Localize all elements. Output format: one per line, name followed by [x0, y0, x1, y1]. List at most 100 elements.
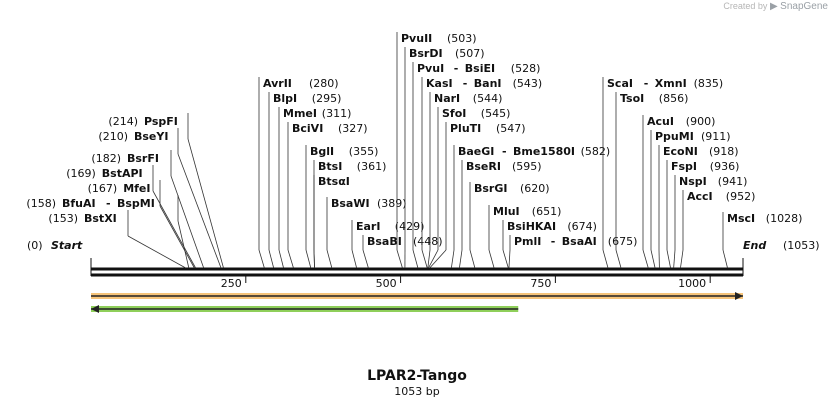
site-connector-bstapi — [152, 190, 196, 269]
site-connector-avrii — [258, 249, 265, 269]
site-name-mfei: MfeI — [123, 182, 150, 195]
site-name-blpi: BlpI — [273, 92, 297, 105]
site-name-mmei: MmeI — [283, 107, 317, 120]
site-connector-fspi — [666, 249, 671, 269]
site-position-nspi: (941) — [718, 175, 748, 188]
site-separator: - — [463, 77, 468, 90]
site-connector-pvuii — [396, 249, 403, 269]
site-position-msci: (1028) — [766, 212, 803, 225]
site-position-tsoi: (856) — [659, 92, 689, 105]
site-name-avrii: AvrII — [263, 77, 292, 90]
site-position-acci: (952) — [726, 190, 756, 203]
site-position-pspfi: (214) — [108, 115, 138, 128]
site-connector-eari — [351, 249, 358, 269]
site-connector-acci — [680, 249, 684, 269]
site-name-acci: AccI — [687, 190, 713, 203]
site-connector-bsabi — [362, 249, 369, 269]
site-name-kasi: KasI — [426, 77, 453, 90]
site-separator: - — [644, 77, 649, 90]
site-connector-blpi — [268, 249, 275, 269]
site-name-pspfi: PspFI — [144, 115, 178, 128]
site-position-bseyi: (210) — [98, 130, 128, 143]
site-position-pvui-bsiei: (528) — [511, 62, 541, 75]
site-position-bgli: (355) — [349, 145, 379, 158]
site-name-bts-i: BtsαI — [318, 175, 350, 188]
site-name-tsoi: TsoI — [620, 92, 644, 105]
site-name-scai: ScaI — [607, 77, 633, 90]
site-name-bspmi: BspMI — [117, 197, 155, 210]
site-position-bseri: (595) — [512, 160, 542, 173]
site-connector-pluti — [429, 249, 447, 269]
site-connector-bseri — [459, 249, 463, 269]
site-connector-mmei — [278, 249, 284, 269]
site-position-bfuai-bspmi: (158) — [26, 197, 56, 210]
site-name-acui: AcuI — [647, 115, 674, 128]
feature-forward-arrowhead — [735, 292, 743, 300]
site-connector-baegi-bme1580i — [450, 249, 455, 269]
site-connector-bts-i — [313, 249, 315, 269]
site-name-bsrgi: BsrGI — [474, 182, 507, 195]
site-name-pmli: PmlI — [514, 235, 541, 248]
site-connector-bfuai-bspmi — [177, 220, 190, 269]
site-position-sfoi: (545) — [481, 107, 511, 120]
site-name-bsaai: BsaAI — [562, 235, 597, 248]
start-position: (0) — [27, 239, 43, 252]
site-connector-acui — [642, 249, 649, 269]
site-connector-bsrfi — [170, 175, 205, 269]
site-name-bsrfi: BsrFI — [127, 152, 159, 165]
site-connector-mlui — [488, 249, 495, 269]
site-name-nari: NarI — [434, 92, 460, 105]
snapgene-logo-icon: ▶ — [769, 1, 778, 12]
site-connector-bgli — [305, 249, 312, 269]
site-position-bsrgi: (620) — [520, 182, 550, 195]
ruler-tick-label: 750 — [530, 277, 551, 290]
credit-brand: SnapGene — [780, 1, 828, 12]
site-name-nspi: NspI — [679, 175, 707, 188]
end-position: (1053) — [783, 239, 820, 252]
site-position-acui: (900) — [686, 115, 716, 128]
site-position-bcivi: (327) — [338, 122, 368, 135]
site-name-sfoi: SfoI — [442, 107, 466, 120]
site-name-mlui: MluI — [493, 205, 520, 218]
site-name-bsihkai: BsiHKAI — [507, 220, 556, 233]
site-connector-tsoi — [615, 249, 622, 269]
site-name-bsiei: BsiEI — [465, 62, 495, 75]
site-connector-nspi — [673, 249, 676, 269]
end-label: End — [743, 239, 766, 252]
site-connector-pspfi — [187, 138, 224, 269]
snapgene-credit: Created by ▶ SnapGene — [723, 1, 828, 12]
site-separator: - — [551, 235, 556, 248]
site-separator: - — [502, 145, 507, 158]
site-name-bfuai: BfuAI — [62, 197, 96, 210]
site-connector-mfei — [159, 205, 195, 269]
site-position-kasi-bani: (543) — [513, 77, 543, 90]
site-connector-msci — [722, 249, 728, 269]
site-name-bcivi: BciVI — [292, 122, 323, 135]
site-name-bstapi: BstAPI — [102, 167, 143, 180]
site-position-eari: (429) — [395, 220, 425, 233]
site-name-msci: MscI — [727, 212, 755, 225]
site-name-fspi: FspI — [671, 160, 697, 173]
site-name-bsabi: BsaBI — [367, 235, 402, 248]
site-name-pvui: PvuI — [417, 62, 444, 75]
site-position-bsrfi: (182) — [91, 152, 121, 165]
site-connector-bsihkai — [502, 249, 509, 269]
site-name-bani: BanI — [474, 77, 502, 90]
site-name-bstxi: BstXI — [84, 212, 117, 225]
site-name-pvuii: PvuII — [401, 32, 432, 45]
site-position-nari: (544) — [473, 92, 503, 105]
site-position-mlui: (651) — [532, 205, 562, 218]
site-position-baegi-bme1580i: (582) — [581, 145, 611, 158]
site-connector-pmli-bsaai — [508, 249, 511, 269]
site-connector-kasi-bani — [421, 249, 428, 269]
site-position-pluti: (547) — [496, 122, 526, 135]
site-connector-bseyi — [177, 153, 222, 269]
ruler-tick-label: 500 — [376, 277, 397, 290]
site-position-bstapi: (169) — [66, 167, 96, 180]
site-position-bsrdi: (507) — [455, 47, 485, 60]
site-name-baegi: BaeGI — [458, 145, 494, 158]
site-name-btsi: BtsI — [318, 160, 342, 173]
site-connector-bsawi — [326, 249, 333, 269]
site-name-bseri: BseRI — [466, 160, 501, 173]
